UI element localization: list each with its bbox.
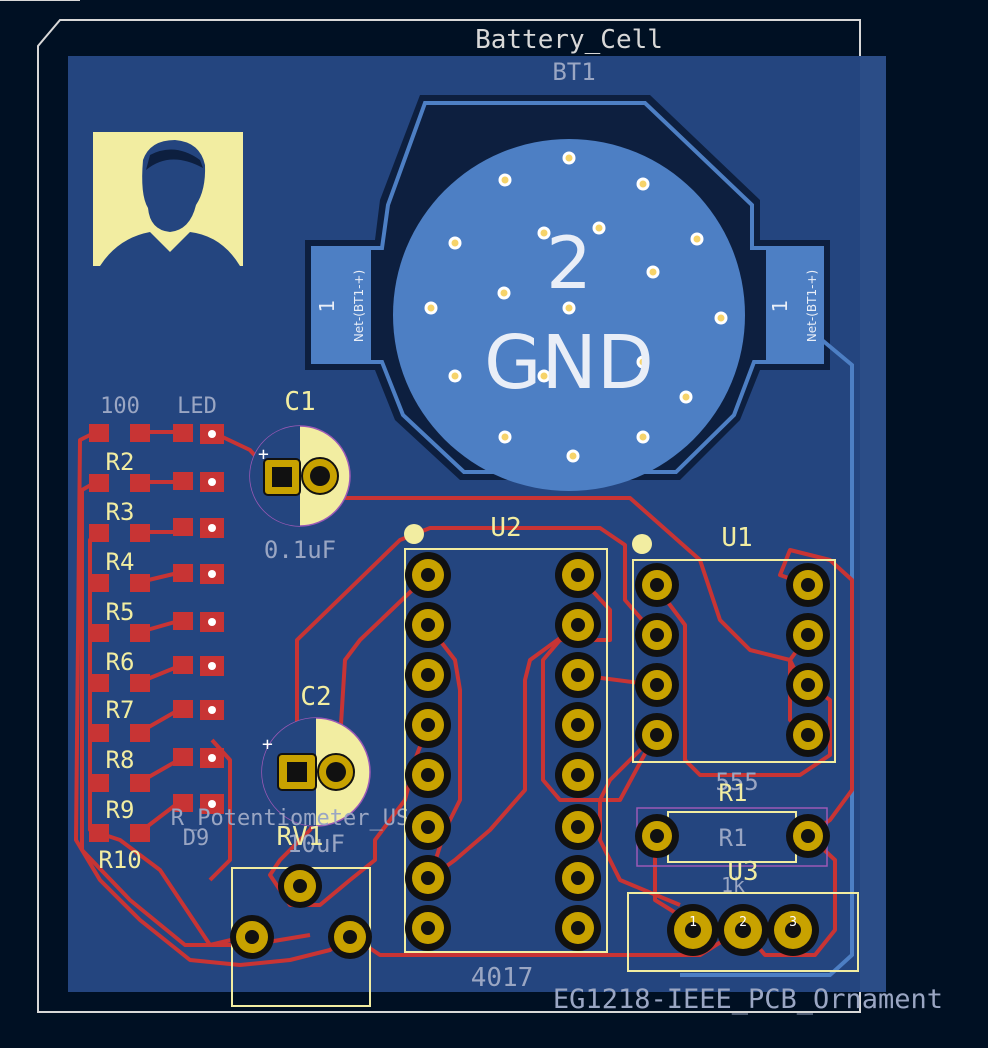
board-edge-outline [37, 19, 861, 1013]
battery-right-pad-net: Net-(BT1-+) [805, 270, 819, 342]
r1-ref: R1 [719, 779, 748, 807]
last-led-label: D9 [183, 826, 210, 851]
c1-value: 0.1uF [264, 536, 336, 564]
resistor-label: R10 [98, 846, 141, 874]
resistor-label: R5 [106, 598, 135, 626]
svg-text:+: + [258, 444, 269, 465]
u3-pin-label: 3 [789, 915, 797, 930]
resistor-labels: R2 R3 R4 R5 R6 R7 R8 R9 R10 [98, 448, 141, 874]
battery-gnd-pad [393, 139, 745, 491]
u2-ref: U2 [490, 513, 521, 543]
board-footer-text: EG1218-IEEE_PCB_Ornament [553, 984, 943, 1015]
capacitor-c2: + [261, 717, 371, 827]
r1-body-label: R1 [719, 824, 748, 852]
resistor-label: R9 [106, 796, 135, 824]
smd-array [89, 424, 224, 842]
resistor-label: R7 [106, 696, 135, 724]
battery-title: Battery_Cell [475, 25, 663, 55]
battery-vias [424, 151, 728, 463]
u3-pin-label: 1 [689, 915, 697, 930]
resistor-label: R3 [106, 498, 135, 526]
resistor-value-header: 100 [100, 394, 140, 419]
copper-pour-edge [860, 56, 886, 992]
u1-outline [632, 559, 836, 763]
rv1-ref: RV1 [277, 822, 324, 852]
battery-pad-net: GND [484, 320, 654, 406]
u3-pin-label: 2 [739, 915, 747, 930]
u1-pin1-marker [632, 534, 652, 554]
u3-ref: U3 [727, 857, 758, 887]
battery-left-pad-number: 1 [315, 300, 339, 313]
battery-right-pad-number: 1 [768, 300, 792, 313]
svg-text:+: + [262, 734, 273, 755]
battery-ref: BT1 [552, 58, 595, 86]
battery-pad-number: 2 [546, 221, 592, 305]
resistor-label: R8 [106, 746, 135, 774]
battery-left-pad [313, 248, 371, 364]
u3-pads [667, 904, 819, 956]
u2-pins [405, 552, 601, 951]
resistor-label: R6 [106, 648, 135, 676]
portrait-logo [93, 132, 243, 266]
c2-value: 10uF [287, 830, 345, 858]
resistor-label: R4 [106, 548, 135, 576]
rv1-value: R_Potentiometer_US [171, 806, 409, 831]
u2-outline [404, 548, 608, 953]
c2-ref: C2 [300, 682, 331, 712]
u2-pin1-marker [404, 524, 424, 544]
battery-right-pad [766, 248, 824, 364]
resistor-label: R2 [106, 448, 135, 476]
u1-ref: U1 [721, 523, 752, 553]
led-header: LED [177, 394, 217, 419]
capacitor-c1: + [249, 425, 351, 527]
battery-left-pad-net: Net-(BT1-+) [352, 270, 366, 342]
u3-outline [627, 892, 859, 972]
u1-pins [635, 563, 830, 757]
c1-ref: C1 [284, 387, 315, 417]
u1-value: 555 [715, 768, 758, 796]
battery-plus-trace [680, 338, 854, 977]
u2-value: 4017 [471, 963, 534, 993]
rv1-pads [230, 864, 372, 959]
r1-pads [635, 814, 830, 858]
